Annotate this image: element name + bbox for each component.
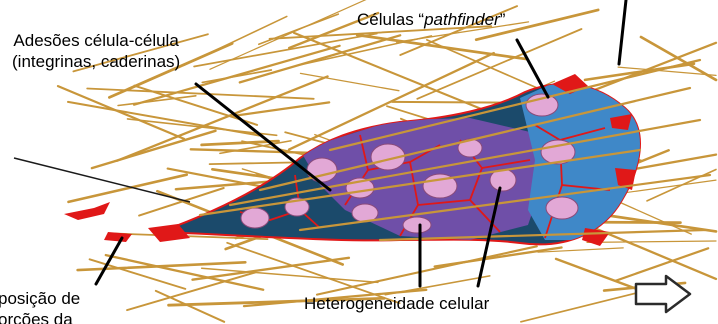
fiber-strand: [90, 259, 186, 289]
label-pathfinder-cells: Células “pathfinder”: [357, 9, 505, 30]
fiber-strand: [587, 241, 716, 242]
nucleus: [241, 208, 269, 228]
label-adhesion-line2: (integrinas, caderinas): [12, 51, 180, 72]
label-pathfinder-prefix: Células “: [357, 10, 424, 29]
fiber-strand: [615, 248, 708, 281]
label-deposition-line1: posição de: [0, 288, 80, 309]
fiber-strand: [69, 175, 187, 202]
label-deposition: posição de orções da: [0, 288, 80, 324]
fiber-strand: [392, 102, 508, 103]
fiber-strand: [641, 37, 716, 80]
nucleus: [546, 197, 578, 219]
label-adhesion: Adesões célula-célula (integrinas, cader…: [12, 30, 180, 72]
fiber-strand: [156, 291, 224, 322]
pointer-adhesion: [196, 84, 330, 190]
label-deposition-line2: orções da: [0, 309, 80, 324]
nucleus: [526, 94, 558, 116]
cell-cluster: [14, 74, 642, 246]
label-pathfinder-suffix: ”: [500, 10, 506, 29]
label-adhesion-line1: Adesões célula-célula: [12, 30, 180, 51]
fiber-strand: [117, 76, 328, 160]
fiber-strand: [385, 276, 490, 295]
adhesion-patch: [64, 202, 110, 220]
fiber-strand: [647, 170, 716, 201]
fiber-strand: [259, 14, 339, 44]
nucleus: [403, 217, 431, 233]
migration-direction-arrow: [636, 276, 690, 312]
pointer-fibers: [619, 0, 626, 64]
fiber-strand: [435, 248, 562, 267]
adhesion-patch: [582, 228, 610, 246]
label-cell-heterogeneity: Heterogeneidade celular: [304, 293, 489, 314]
label-pathfinder-italic: pathfinder: [424, 10, 500, 29]
pointer-deposition: [96, 238, 122, 284]
fiber-strand: [58, 86, 184, 139]
